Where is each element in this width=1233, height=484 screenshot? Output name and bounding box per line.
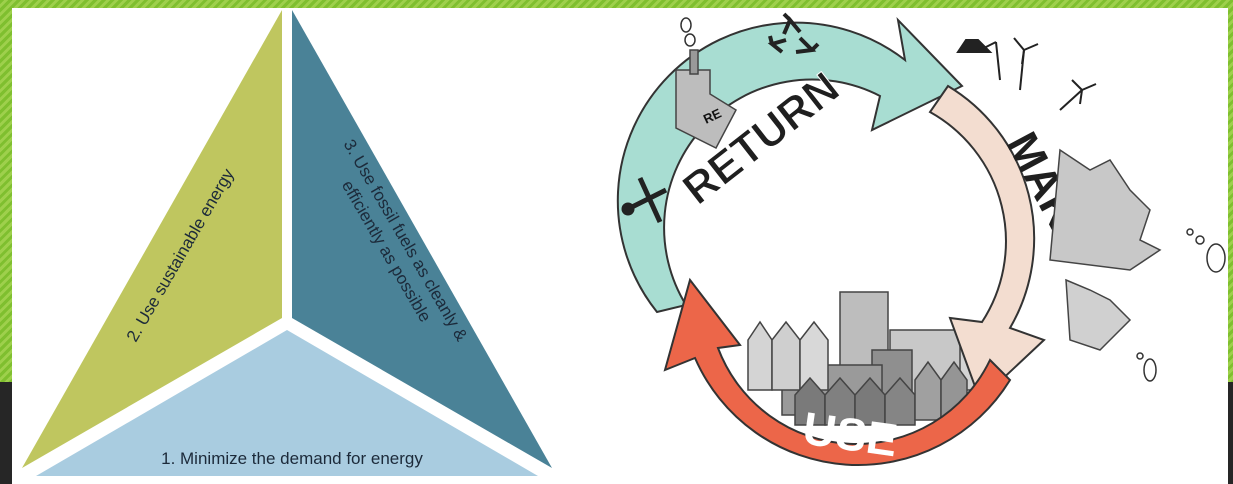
recycle-icon [767, 12, 820, 54]
energy-triangle: 2. Use sustainable energy 3. Use fossil … [22, 10, 552, 476]
recycling-factory-illustration [675, 49, 737, 149]
wrench-screwdriver-icon [621, 176, 668, 224]
triangle-level-2-segment [22, 10, 282, 468]
making-factories-illustration [1049, 148, 1162, 351]
city-skyline-illustration [747, 291, 989, 426]
make-use-return-cycle: RETURN MAKE USE RE [616, 12, 1226, 466]
triangle-level-3-segment [292, 10, 552, 468]
return-arrow [616, 16, 964, 314]
smoke-bubbles-make [1136, 228, 1226, 382]
triangle-level-1-segment [36, 330, 538, 476]
smoke-bubbles-return [680, 17, 696, 47]
level-1-label: 1. Minimize the demand for energy [161, 449, 423, 468]
oil-pump-illustration [956, 39, 1001, 81]
use-arrow [663, 277, 1012, 466]
factory-re-sign: RE [701, 105, 724, 126]
wind-turbines-illustration [1013, 37, 1097, 111]
